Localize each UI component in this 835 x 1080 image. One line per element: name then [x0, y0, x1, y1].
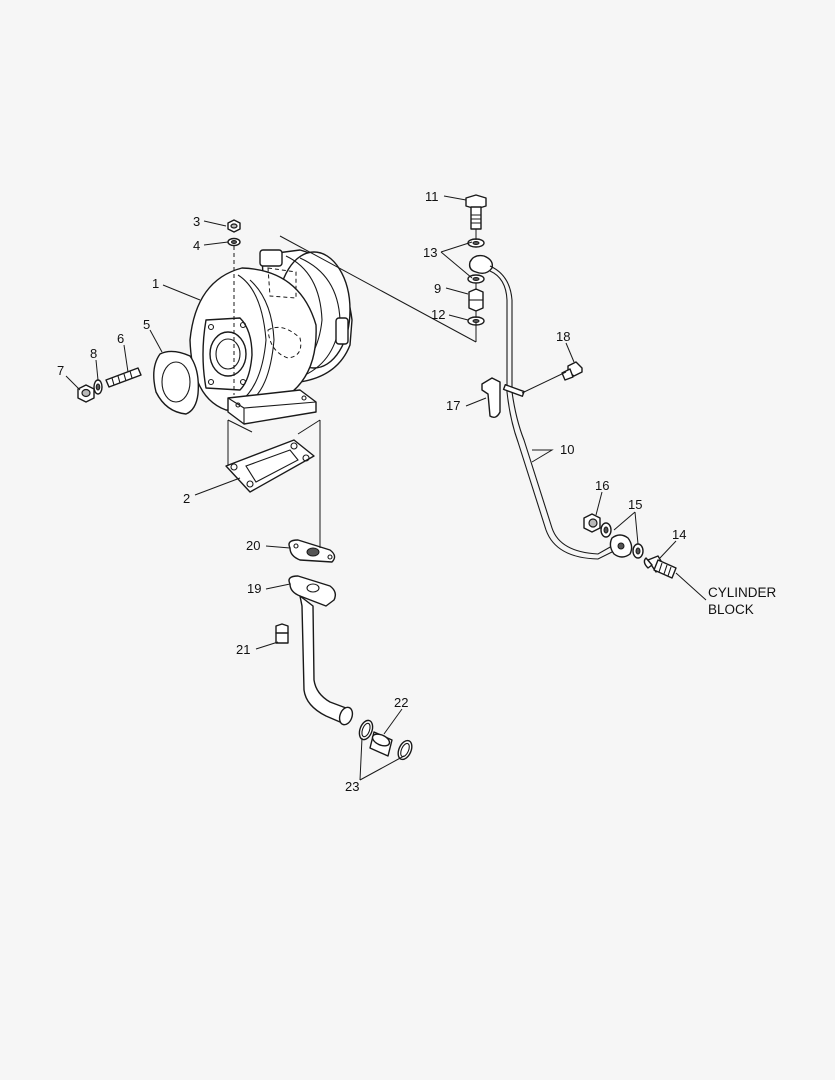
callout-labels: 1 2 3 4 5 6 7 8 9 10 11 12 13 14 15 16 1…: [57, 189, 777, 794]
callout-17: 17: [446, 398, 460, 413]
drain-gasket-part-20: [288, 539, 336, 563]
callout-3: 3: [193, 214, 200, 229]
fitting-part-9: [468, 288, 484, 312]
hose-clamp-part-23-right: [397, 739, 413, 761]
callout-6: 6: [117, 331, 124, 346]
washer-part-15-left: [600, 522, 612, 538]
callout-15: 15: [628, 497, 642, 512]
callout-leaders: [65, 195, 707, 781]
callout-1: 1: [152, 276, 159, 291]
hose-part-22: [369, 731, 393, 757]
turbocharger-part-1: [189, 249, 353, 425]
callout-4: 4: [193, 238, 200, 253]
stud-part-6: [105, 367, 142, 388]
callout-9: 9: [434, 281, 441, 296]
callout-14: 14: [672, 527, 686, 542]
lock-washer-part-8: [93, 379, 103, 395]
oil-pipe-part-10: [468, 254, 633, 560]
callout-16: 16: [595, 478, 609, 493]
cylinder-block-label-line1: CYLINDER: [708, 585, 777, 600]
callout-11: 11: [425, 189, 439, 204]
callout-2: 2: [183, 491, 190, 506]
bolt-part-18: [561, 361, 583, 381]
callout-7: 7: [57, 363, 64, 378]
bolt-part-21: [275, 623, 289, 644]
round-gasket-part-5: [153, 350, 200, 415]
washer-part-4: [227, 237, 241, 247]
callout-23: 23: [345, 779, 359, 794]
nut-part-7: [77, 384, 95, 403]
drain-pipe-part-19: [288, 575, 354, 726]
connector-part-14: [643, 555, 677, 579]
callout-5: 5: [143, 317, 150, 332]
callout-12: 12: [431, 307, 445, 322]
bracket-part-17: [481, 377, 501, 419]
callout-19: 19: [247, 581, 261, 596]
assembly-lines: [227, 229, 477, 548]
callout-21: 21: [236, 642, 250, 657]
hose-clamp-part-23-left: [358, 719, 374, 741]
nut-part-3: [227, 219, 241, 233]
callout-13: 13: [423, 245, 437, 260]
callout-22: 22: [394, 695, 408, 710]
callout-8: 8: [90, 346, 97, 361]
callout-20: 20: [246, 538, 260, 553]
callout-18: 18: [556, 329, 570, 344]
washer-part-15-right: [632, 543, 644, 559]
exhaust-gasket-part-2: [225, 439, 315, 493]
cylinder-block-label-line2: BLOCK: [708, 602, 754, 617]
nut-part-16: [583, 513, 601, 533]
bolt-part-11: [465, 194, 487, 230]
callout-10: 10: [560, 442, 574, 457]
